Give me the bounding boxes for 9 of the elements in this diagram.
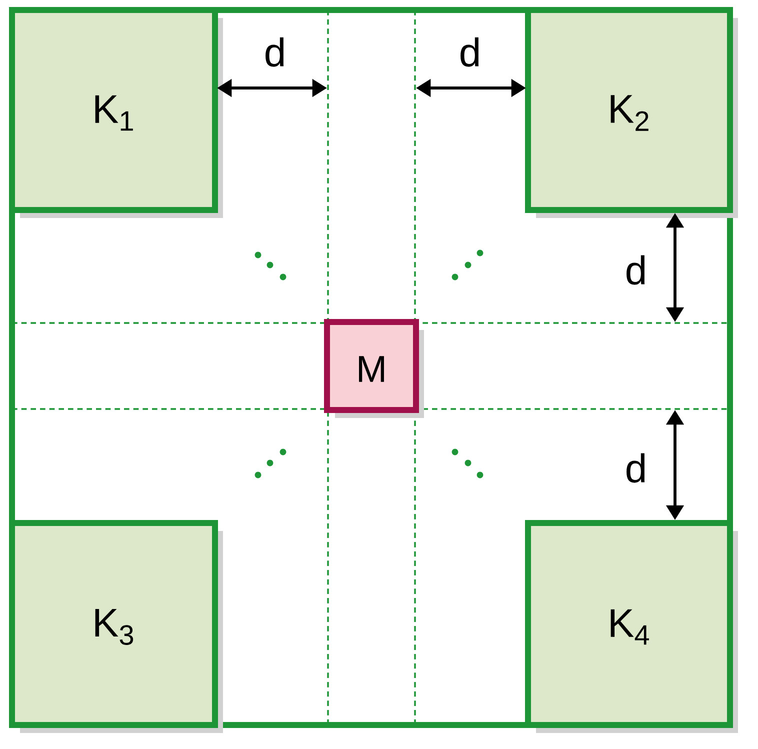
corner-block: K$_{1}$ [9, 7, 223, 218]
dimension-label: d [626, 453, 645, 483]
corner-block: K$_{4}$ [525, 520, 738, 733]
center-box: M [324, 319, 424, 418]
dimension-label: d [626, 255, 645, 285]
corner-block: K$_{2}$ [525, 7, 738, 218]
dimension-label: d [266, 37, 284, 67]
dimension-label: d [460, 37, 479, 67]
corner-block: K$_{3}$ [9, 520, 223, 733]
